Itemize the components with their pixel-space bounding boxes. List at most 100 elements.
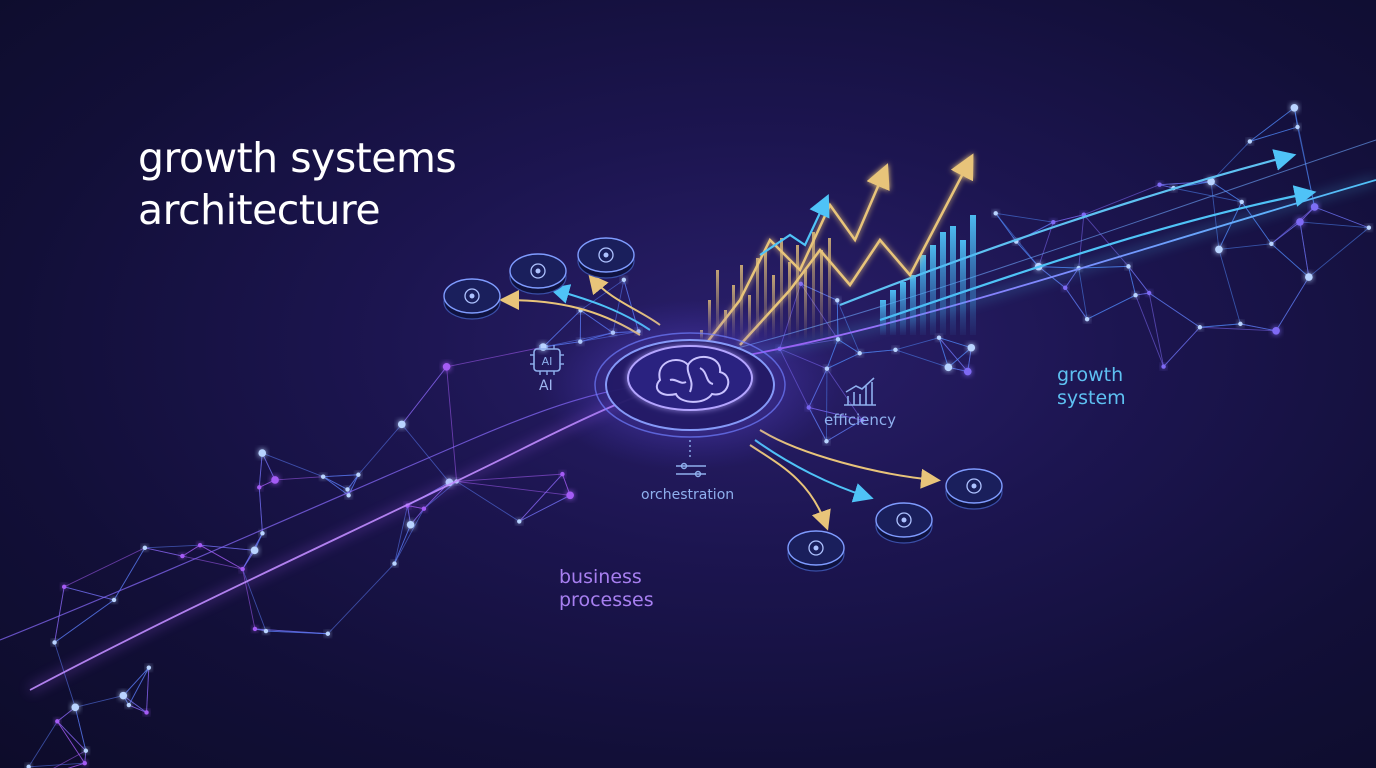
- feature-nodes: [443, 237, 1003, 572]
- network-link: [1299, 221, 1369, 229]
- network-node: [320, 474, 326, 479]
- network-node: [1133, 292, 1138, 298]
- label-orchestration: orchestration: [641, 487, 735, 503]
- network-node: [26, 764, 31, 768]
- network-node: [1238, 321, 1243, 327]
- network-link: [1314, 206, 1370, 229]
- network-link: [1199, 326, 1277, 332]
- network-node: [993, 211, 998, 216]
- network-link: [1086, 294, 1136, 320]
- network-link: [1218, 249, 1241, 325]
- network-link: [56, 721, 87, 752]
- network-link: [275, 476, 324, 481]
- network-node: [1272, 326, 1280, 335]
- network-link: [1064, 287, 1088, 320]
- network-link: [394, 524, 412, 564]
- network-node: [857, 351, 862, 356]
- network-link: [1275, 276, 1310, 332]
- title-line-2: architecture: [138, 186, 381, 234]
- network-node: [1290, 104, 1299, 112]
- network-node: [944, 363, 953, 372]
- network-link: [1308, 227, 1370, 278]
- network-node: [560, 471, 565, 477]
- workflow-icon: [787, 530, 845, 572]
- network-link: [519, 494, 571, 522]
- chart-bar: [920, 255, 926, 335]
- chart-bar: [950, 226, 956, 335]
- network-node: [1161, 364, 1166, 369]
- chart-bar: [804, 270, 807, 340]
- network-node: [345, 487, 350, 492]
- network-node: [963, 367, 972, 376]
- network-link: [182, 555, 243, 570]
- network-link: [401, 366, 447, 425]
- network-link: [1135, 292, 1150, 296]
- network-link: [1148, 292, 1201, 328]
- network-link: [322, 476, 349, 496]
- network-node: [250, 546, 259, 555]
- page-title: growth systems architecture: [138, 132, 457, 236]
- network-link: [262, 452, 324, 478]
- chart-bar: [900, 282, 906, 335]
- cyan-bars: [880, 215, 976, 335]
- network-node: [126, 702, 132, 708]
- network-link: [1271, 243, 1310, 278]
- network-link: [836, 300, 861, 354]
- network-node: [61, 584, 67, 590]
- network-link: [401, 424, 450, 483]
- network-node: [197, 542, 203, 548]
- network-link: [144, 547, 183, 557]
- chart-bar: [788, 262, 791, 340]
- network-node: [1146, 290, 1152, 296]
- network-node: [356, 472, 361, 477]
- chart-bar: [756, 258, 759, 340]
- network-node: [392, 561, 397, 566]
- chart-bar: [960, 240, 966, 335]
- network-node: [421, 506, 427, 511]
- network-node: [82, 761, 87, 766]
- network-link: [358, 424, 403, 476]
- network-link: [56, 721, 86, 764]
- network-node: [936, 335, 942, 340]
- network-node: [621, 277, 627, 283]
- network-link: [146, 667, 150, 713]
- chart-bar: [780, 238, 783, 340]
- network-link: [1271, 221, 1301, 245]
- network-node: [325, 631, 331, 636]
- title-line-1: growth systems: [138, 134, 457, 182]
- pen-icon: [509, 253, 567, 295]
- network-node: [71, 703, 80, 712]
- network-node: [271, 476, 279, 484]
- network-node: [346, 493, 351, 498]
- network-link: [1240, 323, 1277, 332]
- network-link: [54, 586, 65, 643]
- network-node: [859, 418, 865, 423]
- network-link: [75, 695, 124, 708]
- network-link: [542, 309, 581, 348]
- network-link: [518, 473, 563, 522]
- network-link: [1078, 267, 1088, 320]
- network-link: [1210, 181, 1242, 203]
- network-node: [824, 439, 829, 444]
- network-link: [128, 704, 147, 713]
- network-node: [260, 531, 265, 536]
- network-link: [1249, 126, 1298, 142]
- network-node: [798, 281, 803, 286]
- network-link: [859, 349, 896, 354]
- network-node: [1051, 219, 1056, 225]
- network-node: [1126, 264, 1131, 269]
- network-node: [1247, 139, 1253, 144]
- network-link: [28, 762, 85, 768]
- network-link: [446, 366, 458, 482]
- rising-arrow-gold: [704, 163, 890, 346]
- network-node: [835, 298, 840, 303]
- network-link: [1249, 107, 1295, 142]
- network-link: [1038, 222, 1054, 267]
- network-link: [258, 487, 263, 534]
- network-node: [1305, 273, 1313, 281]
- sliders-icon: [676, 440, 706, 478]
- network-link: [1128, 266, 1150, 294]
- network-link: [1271, 206, 1315, 245]
- chart-bar: [812, 232, 815, 340]
- network-link: [128, 667, 150, 706]
